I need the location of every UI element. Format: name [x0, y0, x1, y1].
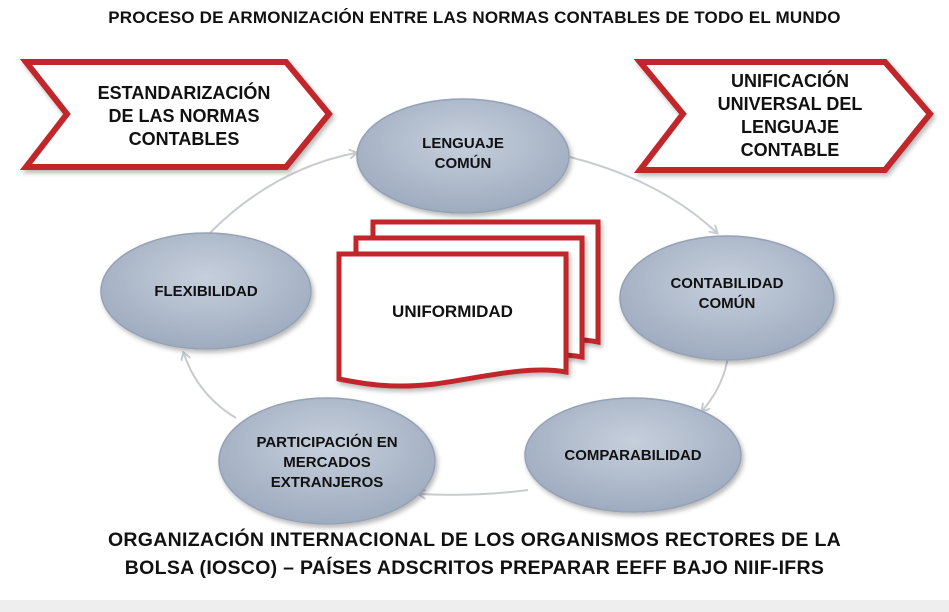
- node-participacion: [218, 397, 436, 525]
- node-lenguaje-comun: [356, 98, 570, 214]
- node-label-participacion: PARTICIPACIÓN EN MERCADOS EXTRANJEROS: [256, 434, 398, 491]
- cycle-arrows: [184, 153, 729, 495]
- cycle-arrow-flexibilidad-to-lenguaje: [204, 153, 355, 239]
- node-comparabilidad: [524, 397, 742, 513]
- cycle-arrow-participacion-to-flexibilidad: [184, 354, 237, 419]
- center-label-uniformidad: UNIFORMIDAD: [392, 302, 513, 321]
- left-banner-label: ESTANDARIZACIÓN DE LAS NORMAS CONTABLES: [97, 82, 271, 149]
- center-document-stack: [336, 219, 601, 389]
- cycle-nodes: [100, 98, 835, 525]
- node-label-comparabilidad: COMPARABILIDAD: [564, 447, 702, 464]
- cycle-arrow-contabilidad-to-comparabilidad: [703, 355, 729, 410]
- node-contabilidad-comun: [619, 235, 835, 361]
- node-flexibilidad: [100, 232, 312, 350]
- right-banner-label: UNIFICACIÓN UNIVERSAL DEL LENGUAJE CONTA…: [717, 71, 863, 160]
- left-chevron-banner: [19, 59, 333, 170]
- bottom-strip: [0, 600, 949, 612]
- diagram-title: PROCESO DE ARMONIZACIÓN ENTRE LAS NORMAS…: [108, 8, 841, 27]
- node-label-contabilidad-comun: CONTABILIDAD COMÚN: [670, 275, 784, 312]
- footer-line-2: BOLSA (IOSCO) – PAÍSES ADSCRITOS PREPARA…: [124, 557, 825, 579]
- right-chevron-banner: [633, 59, 934, 173]
- node-label-lenguaje-comun: LENGUAJE COMÚN: [422, 135, 504, 172]
- cycle-arrow-lenguaje-to-contabilidad: [569, 156, 716, 232]
- footer-text: ORGANIZACIÓN INTERNACIONAL DE LOS ORGANI…: [40, 526, 909, 582]
- document-front: [336, 251, 569, 389]
- node-label-flexibilidad: FLEXIBILIDAD: [154, 283, 258, 300]
- cycle-arrow-comparabilidad-to-participacion: [420, 490, 529, 495]
- footer-line-1: ORGANIZACIÓN INTERNACIONAL DE LOS ORGANI…: [107, 529, 842, 551]
